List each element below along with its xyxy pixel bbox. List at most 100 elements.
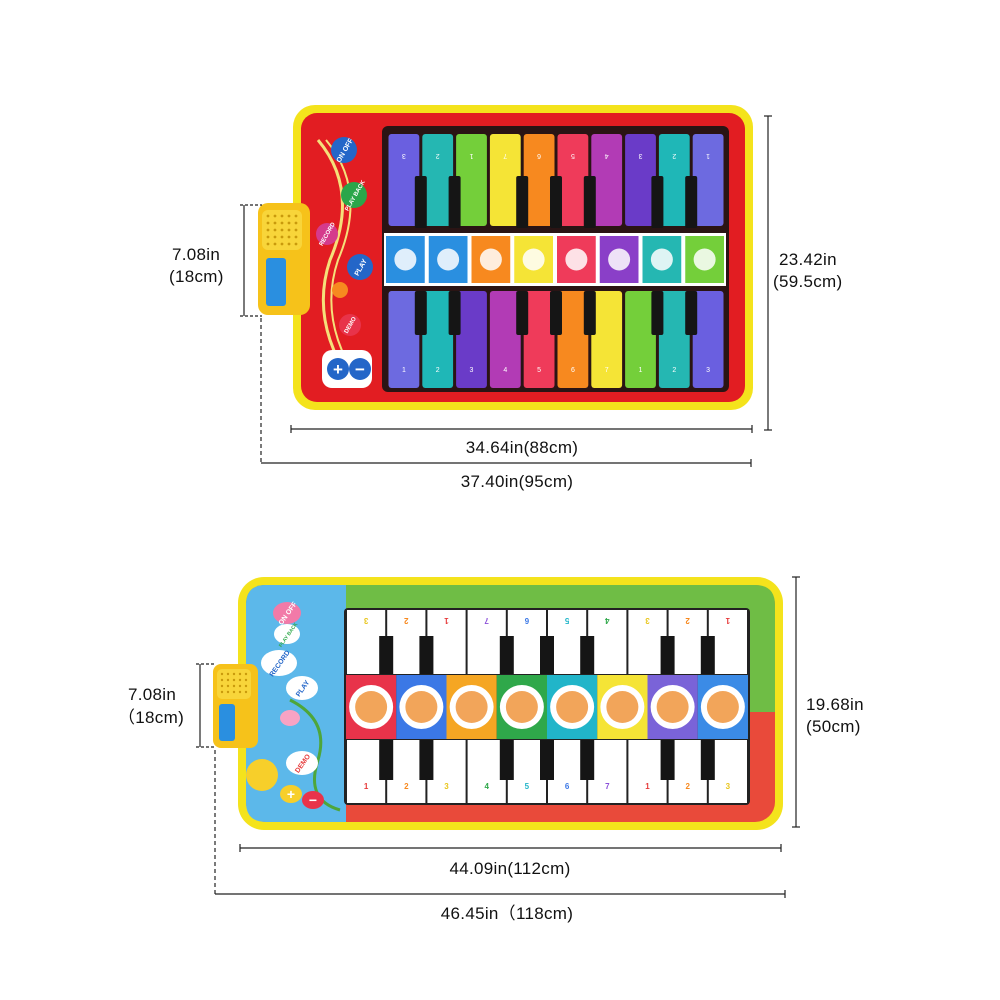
mat2-bottom-key[interactable] [507, 740, 546, 803]
mat2-bottom-key[interactable] [708, 740, 747, 803]
mat1-play-button[interactable]: PLAY [347, 254, 373, 280]
mat1-black-key[interactable] [550, 176, 562, 228]
mat1-top-key[interactable] [422, 134, 454, 226]
mat2-bottom-key-number: 4 [484, 782, 489, 791]
mat1-demo-button[interactable]: DEMO [339, 314, 361, 336]
mat1-top-key[interactable] [625, 134, 656, 226]
speaker-hole [273, 228, 277, 232]
mat2-demo-button[interactable]: DEMO [286, 751, 318, 775]
mat2-black-key[interactable] [540, 740, 554, 780]
mat2-top-key[interactable] [668, 610, 707, 674]
mat2-black-key[interactable] [580, 636, 595, 674]
mat2-bottom-key[interactable] [387, 740, 426, 803]
saxophone-icon [394, 248, 417, 271]
mat1-bottom-key[interactable] [625, 291, 656, 388]
mat1-black-key[interactable] [583, 176, 596, 228]
mat1-volume-down-button[interactable]: − [349, 358, 371, 380]
mat1-bottom-key[interactable] [523, 291, 555, 388]
mat2-play-back-button[interactable]: PLAY BACK [274, 621, 300, 649]
mat1-black-key[interactable] [448, 291, 461, 335]
mat2-black-key[interactable] [379, 740, 394, 780]
mat1-top-key[interactable] [658, 134, 690, 226]
mat2-black-key[interactable] [419, 636, 434, 674]
mat2-bottom-key-number: 2 [404, 782, 409, 791]
mat2-top-key[interactable] [427, 610, 466, 674]
mat2-top-key[interactable] [387, 610, 426, 674]
mat1-top-key[interactable] [557, 134, 589, 226]
frog-icon [355, 691, 388, 723]
mat1-black-key[interactable] [414, 291, 427, 335]
mat2-volume-up-button[interactable]: + [280, 785, 302, 803]
speaker-hole [220, 684, 224, 688]
mat1-top-key[interactable] [388, 134, 420, 226]
mat2-black-key[interactable] [660, 740, 675, 780]
mat2-black-key[interactable] [580, 740, 595, 780]
mat2-bottom-key[interactable] [668, 740, 707, 803]
mat2-black-key[interactable] [700, 740, 715, 780]
mat1-top-key[interactable] [692, 134, 724, 226]
mat2-top-key[interactable] [548, 610, 587, 674]
mat1-top-key[interactable] [456, 134, 487, 226]
mat2-bottom-key-number: 3 [444, 782, 449, 791]
mat2-record-button[interactable]: RECORD [261, 649, 297, 678]
lion-icon [606, 691, 639, 723]
mat1-black-key[interactable] [651, 176, 664, 228]
mat1-bottom-key[interactable] [456, 291, 487, 388]
mat2-black-key[interactable] [499, 636, 514, 674]
mat2-bottom-key[interactable] [588, 740, 627, 803]
mat2-black-key[interactable] [660, 636, 675, 674]
mat2-bottom-key[interactable] [628, 740, 667, 803]
mat1-bottom-key[interactable] [557, 291, 589, 388]
mat2-bottom-key[interactable] [548, 740, 587, 803]
mat2-demo-cloud [286, 751, 318, 775]
mat2-bottom-key[interactable] [427, 740, 466, 803]
mat1-black-key[interactable] [448, 176, 461, 228]
mat1-bottom-key[interactable] [591, 291, 623, 388]
mat1-black-key[interactable] [685, 291, 698, 335]
mat1-black-key[interactable] [685, 176, 698, 228]
mat1-black-key[interactable] [583, 291, 596, 335]
mat2-play-button[interactable]: PLAY [286, 676, 318, 700]
mat2-top-key[interactable] [708, 610, 747, 674]
mat1-top-key[interactable] [591, 134, 623, 226]
mat1-bottom-key[interactable] [658, 291, 690, 388]
mat2-black-key[interactable] [540, 636, 554, 674]
mat2-black-key[interactable] [499, 740, 514, 780]
mat2-top-key[interactable] [347, 610, 386, 674]
mat1-bottom-key[interactable] [692, 291, 724, 388]
mat1-bottom-key[interactable] [388, 291, 420, 388]
mat2-top-key[interactable] [588, 610, 627, 674]
mat1-black-key[interactable] [651, 291, 664, 335]
mat2-plus-label: + [287, 786, 295, 802]
mat2-top-key[interactable] [628, 610, 667, 674]
mat1-top-key[interactable] [489, 134, 521, 226]
mat2-top-key[interactable] [507, 610, 546, 674]
mat1-black-key[interactable] [516, 176, 529, 228]
mat1-black-key[interactable] [516, 291, 529, 335]
mat1-black-key[interactable] [414, 176, 427, 228]
mat1-black-key[interactable] [550, 291, 562, 335]
mat2-on-off-button[interactable]: ON OFF [273, 600, 301, 627]
mat2-volume-down-button[interactable]: − [302, 791, 324, 809]
mat2-bottom-key[interactable] [467, 740, 506, 803]
mat2-black-key[interactable] [700, 636, 715, 674]
mat2-black-key[interactable] [379, 636, 394, 674]
mat1-play-back-button[interactable]: PLAY BACK [341, 179, 367, 212]
mat1-on-off-button[interactable]: ON OFF [331, 137, 357, 164]
speaker-hole [244, 684, 248, 688]
mat2-top-key[interactable] [467, 610, 506, 674]
mat2-tempo-button[interactable] [280, 710, 300, 726]
zebra-icon [405, 691, 438, 723]
mat1-tempo-button[interactable] [332, 282, 348, 298]
mat1-bottom-key[interactable] [489, 291, 521, 388]
mat2-bottom-key[interactable] [347, 740, 386, 803]
keyboard-icon [693, 248, 716, 271]
mat1-bottom-key[interactable] [422, 291, 454, 388]
mat2-play-back-cloud [274, 624, 300, 644]
speaker-hole [220, 678, 224, 682]
mat1-battery-label-icon [266, 258, 286, 306]
mat2-black-key[interactable] [419, 740, 434, 780]
mat1-volume-up-button[interactable]: + [327, 358, 349, 380]
mat1-record-button[interactable]: RECORD [316, 221, 338, 247]
mat1-top-key[interactable] [523, 134, 555, 226]
